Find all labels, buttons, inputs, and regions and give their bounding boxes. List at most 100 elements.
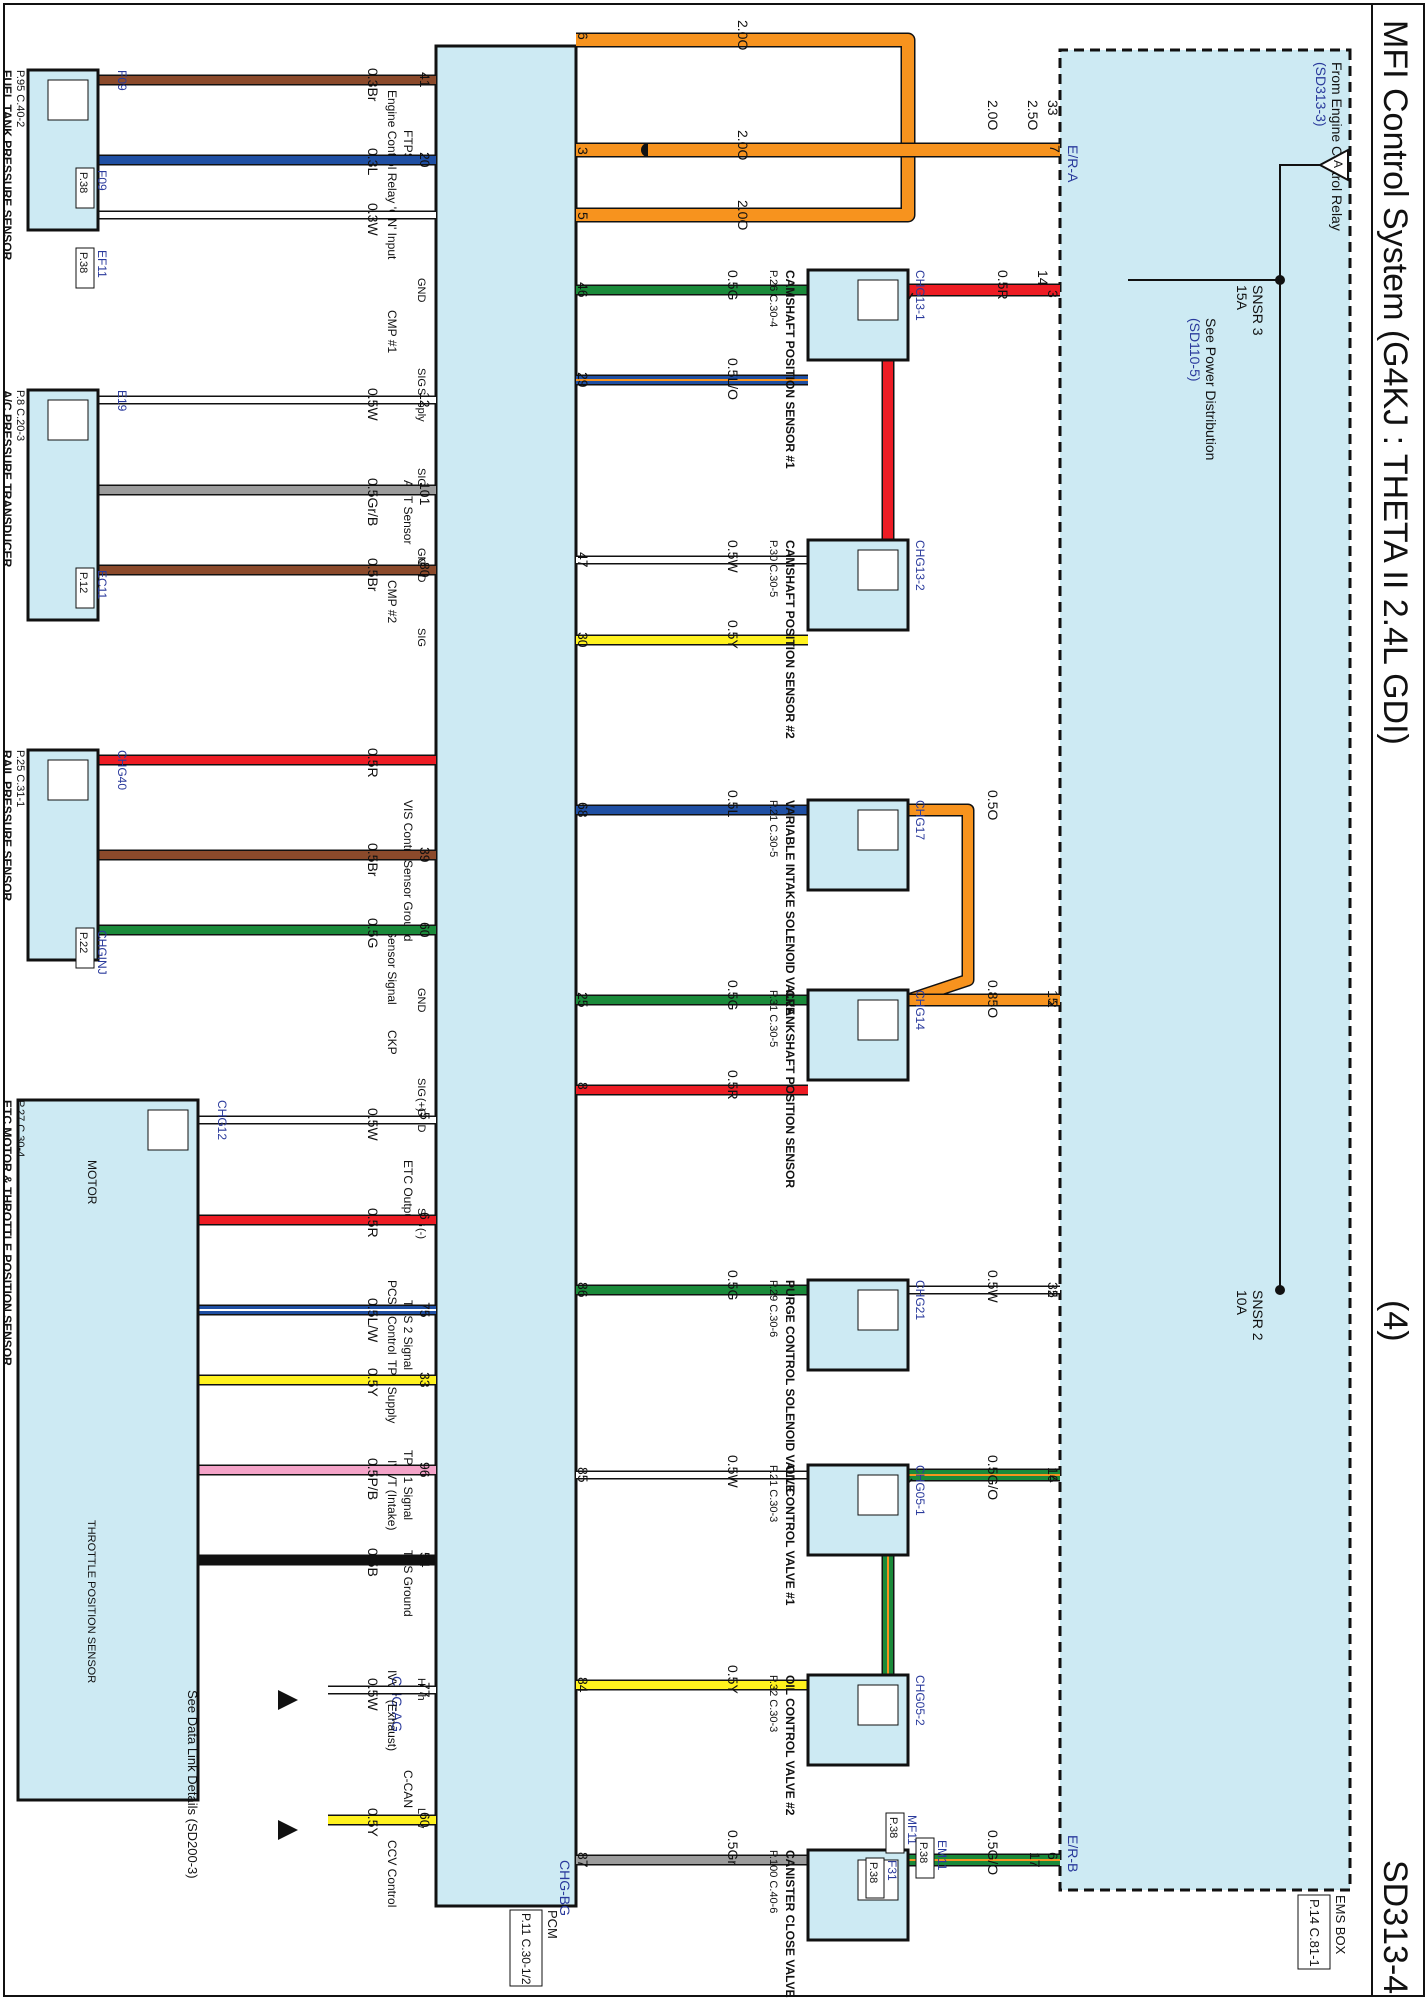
pcm-group-label: TPS Supply: [385, 1360, 399, 1423]
component-symbol-icon: [857, 809, 899, 851]
pcm-group-label: Sensor Signal: [385, 930, 399, 1005]
component-name: PURGE CONTROL SOLENOID VALVE: [783, 1280, 797, 1493]
pin-number: 17: [1027, 1852, 1043, 1868]
component-box: [26, 388, 100, 622]
pcm-pin-label: SIG: [415, 1078, 427, 1097]
page-number: (4): [1376, 1300, 1414, 1342]
pin-number: 80: [417, 562, 433, 578]
pin-number: 86: [575, 1282, 591, 1298]
inline-ref-box: [75, 247, 95, 289]
inline-connector-ref: P.38: [867, 1862, 879, 1883]
pin-number: 15: [1045, 990, 1061, 1006]
inline-connector-ref: P.38: [77, 252, 89, 273]
pcm-group-label: TPS Ground: [401, 1550, 415, 1617]
data-link-note: See Data Link Details (SD200-3): [185, 1690, 200, 1879]
component-symbol-icon: [857, 549, 899, 591]
component-box: [26, 748, 100, 962]
pcm-pin-label: GND: [415, 988, 427, 1013]
component-name: CRANKSHAFT POSITION SENSOR: [783, 990, 797, 1188]
pcm-group-label: ETC Output: [401, 1160, 415, 1224]
pcm-group-label: CMP #2: [385, 580, 399, 623]
wire-label: 0.3W: [365, 203, 381, 236]
wire-label: 0.5G: [725, 980, 741, 1010]
arrow-icon: [278, 1690, 298, 1710]
pcm-pin-label: (+): [415, 1098, 427, 1112]
wire-label: 0.3Br: [365, 68, 381, 102]
pin-number: 2: [1045, 1000, 1061, 1008]
snsr2-amp: 10A: [1234, 1290, 1250, 1316]
wire-label: 0.5W: [725, 540, 741, 573]
er-a-connector: E/R-A: [1065, 145, 1081, 183]
wire-label: 0.5P/B: [365, 1458, 381, 1500]
pcm-group-label: FTPS: [401, 130, 415, 161]
pcm-group-label: C-CAN: [401, 1770, 415, 1808]
pcm-ref: P.11 C.30-1/2: [519, 1913, 533, 1985]
component-ref: P.21 C.30-3: [767, 1465, 779, 1522]
pin-number: 7: [1047, 145, 1063, 153]
component-name: ETC MOTOR & THROTTLE POSITION SENSOR: [0, 1100, 14, 1366]
node-a-triangle-icon: [1317, 148, 1349, 182]
pin-number: 46: [575, 282, 591, 298]
ems-bus-line: [1128, 164, 1320, 281]
ems-box-ref: P.14 C.81-1: [1307, 1899, 1322, 1967]
inline-connector-ref: P.38: [77, 172, 89, 193]
pin-number: 16: [1045, 1467, 1061, 1483]
wire-label: 0.5W: [985, 1270, 1001, 1303]
wire-label: 0.5W: [365, 1678, 381, 1711]
pcm-pin-label: (-): [415, 1228, 427, 1239]
component-connector: CHG13-1: [913, 270, 927, 321]
wire-label: 0.5Gr/B: [365, 478, 381, 526]
inline-connector-ref: P.12: [77, 572, 89, 593]
component-connector: CHG13-2: [913, 540, 927, 591]
wire-label: 0.5G/O: [985, 1455, 1001, 1500]
pin-number: 75: [417, 1302, 433, 1318]
wire-label: 0.3L: [365, 148, 381, 175]
wire-label: 0.5Gr: [725, 1830, 741, 1865]
component-symbol-icon: [857, 999, 899, 1041]
wire-label: 0.5Y: [365, 1808, 381, 1837]
component-symbol-icon: [857, 1289, 899, 1331]
pcm-box: [434, 44, 578, 1908]
inline-connector-name: EM11: [935, 1840, 949, 1871]
wire-label: 0.5L/W: [365, 1298, 381, 1343]
pin-number: 3: [1045, 290, 1061, 298]
pcm-group-label: TPS 2 Signal: [401, 1300, 415, 1370]
pin-number: 87: [575, 1852, 591, 1868]
wire-label: 0.5L: [725, 790, 741, 817]
wire-label: 0.85O: [985, 980, 1001, 1018]
pin-number: 30: [575, 632, 591, 648]
see-power-ref: (SD110-5): [1187, 318, 1203, 382]
pin-number: 33: [1045, 100, 1061, 116]
component-symbol-icon: [147, 1109, 189, 1151]
pin-number: 77: [417, 1682, 433, 1698]
component-name: RAIL PRESSURE SENSOR: [0, 750, 14, 901]
page-title: MFI Control System (G4KJ : THETA II 2.4L…: [1376, 20, 1414, 745]
ems-ref-box: [1297, 1894, 1331, 1970]
component-ref: P.32 C.30-3: [767, 1675, 779, 1732]
wire-label: 0.5G: [725, 270, 741, 300]
splice-dot: [1275, 275, 1285, 285]
component-symbol-icon: [857, 1684, 899, 1726]
component-ref: P.8 C.20-3: [14, 390, 26, 441]
pcm-pin-label: SIG: [415, 368, 427, 387]
component-symbol-icon: [857, 1474, 899, 1516]
wire-label: 0.5R: [365, 748, 381, 778]
wire-label: 0.5R: [365, 1208, 381, 1238]
pcm-group-label: APT Sensor: [401, 480, 415, 544]
wire-label: 0.5W: [725, 1455, 741, 1488]
inline-connector-name: EF11: [95, 250, 109, 278]
pin-number: 12: [417, 392, 433, 408]
pin-number: 68: [575, 802, 591, 818]
wire-label: 0.5B: [365, 1548, 381, 1577]
inline-connector-name: F31: [885, 1860, 899, 1881]
inline-ref-box: [915, 1837, 935, 1879]
pin-number: 5: [575, 212, 591, 220]
pin-number: 20: [417, 152, 433, 168]
node-a-label: A: [1331, 160, 1345, 168]
component-ref: P.100 C.40-6: [767, 1850, 779, 1913]
